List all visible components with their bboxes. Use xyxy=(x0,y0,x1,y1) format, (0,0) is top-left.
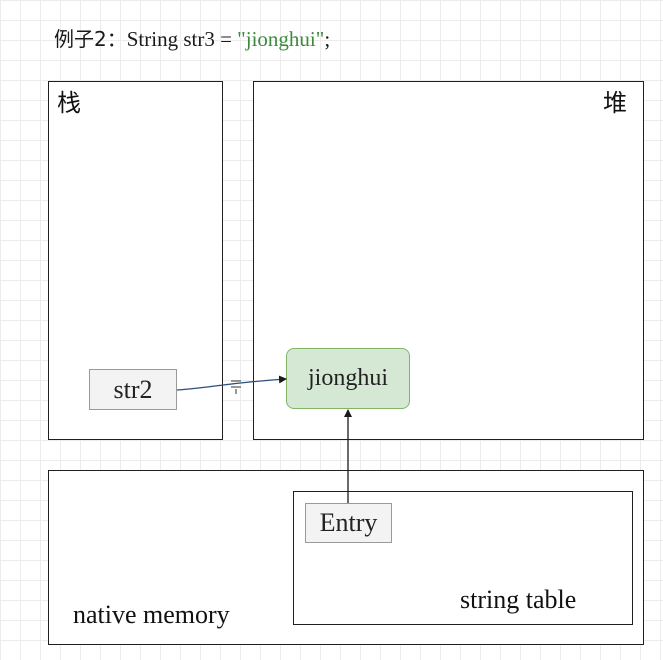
stack-label: 栈 xyxy=(57,89,81,117)
title-suffix: ; xyxy=(324,27,331,51)
heap-label: 堆 xyxy=(603,89,627,117)
title-string-literal: "jionghui" xyxy=(237,27,325,51)
edge-crossing-mark xyxy=(231,380,241,394)
string-table-entry[interactable]: Entry xyxy=(305,503,392,543)
native-memory-label: native memory xyxy=(73,600,230,629)
title-prefix: 例子2 xyxy=(54,27,107,51)
title-separator: ： xyxy=(106,27,127,51)
title-code: String str3 = xyxy=(126,27,238,51)
string-table-label: string table xyxy=(460,585,577,614)
stack-variable-str2[interactable]: str2 xyxy=(89,369,177,410)
diagram-title: 例子2：String str3 = "jionghui"; xyxy=(54,24,330,54)
heap-object-jionghui[interactable]: jionghui xyxy=(286,348,410,409)
